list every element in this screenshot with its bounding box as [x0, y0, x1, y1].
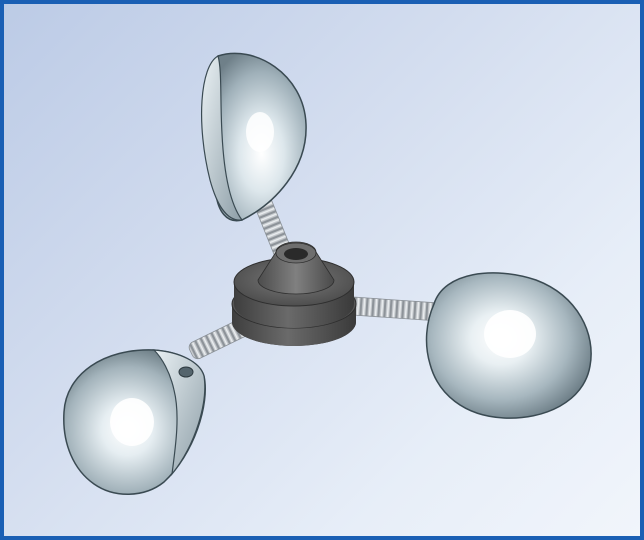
cup-right-icon	[425, 272, 592, 419]
anemometer-illustration	[63, 52, 592, 495]
cup-top-icon	[200, 52, 307, 222]
hub-icon	[231, 241, 357, 346]
cup-left-icon	[63, 349, 206, 495]
